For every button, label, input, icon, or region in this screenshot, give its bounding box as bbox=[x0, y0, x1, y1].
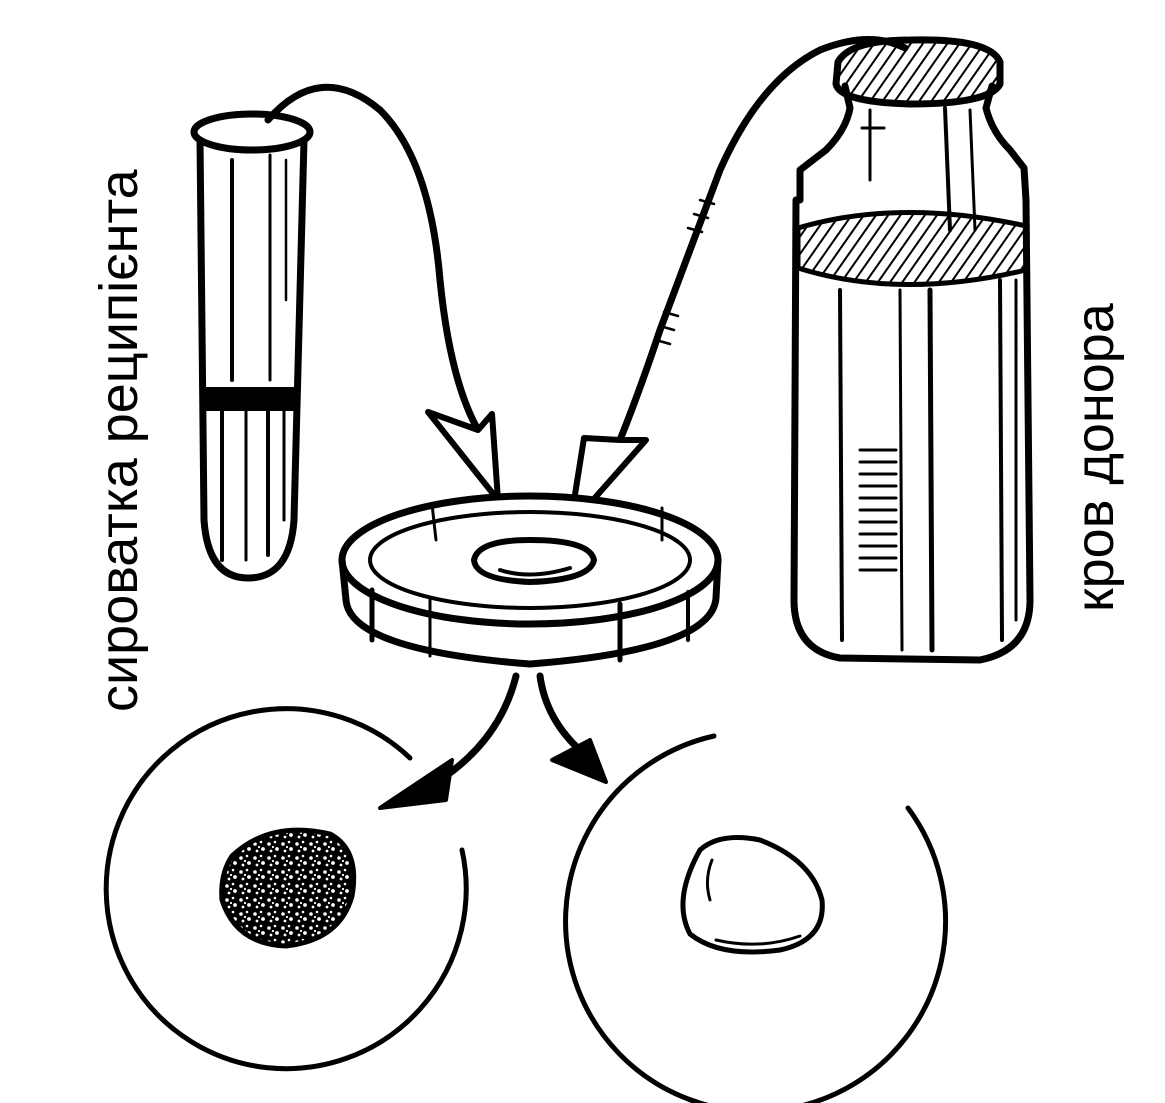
recipient-serum-label: сироватка реципієнта bbox=[89, 169, 149, 712]
result-arrow-left bbox=[378, 672, 520, 810]
result-arrow-right bbox=[536, 672, 608, 784]
blood-bottle-icon bbox=[790, 36, 1034, 664]
petri-dish-icon bbox=[338, 492, 722, 668]
clumped-blood-drop bbox=[219, 827, 357, 949]
test-tube-icon bbox=[190, 110, 314, 582]
smooth-blood-drop bbox=[680, 835, 825, 955]
serum-flow-arrow bbox=[264, 83, 501, 503]
non-agglutinated-sample-circle bbox=[563, 733, 948, 1103]
agglutinated-sample-circle bbox=[103, 706, 469, 1072]
donor-blood-label: кров донора bbox=[1065, 303, 1125, 612]
